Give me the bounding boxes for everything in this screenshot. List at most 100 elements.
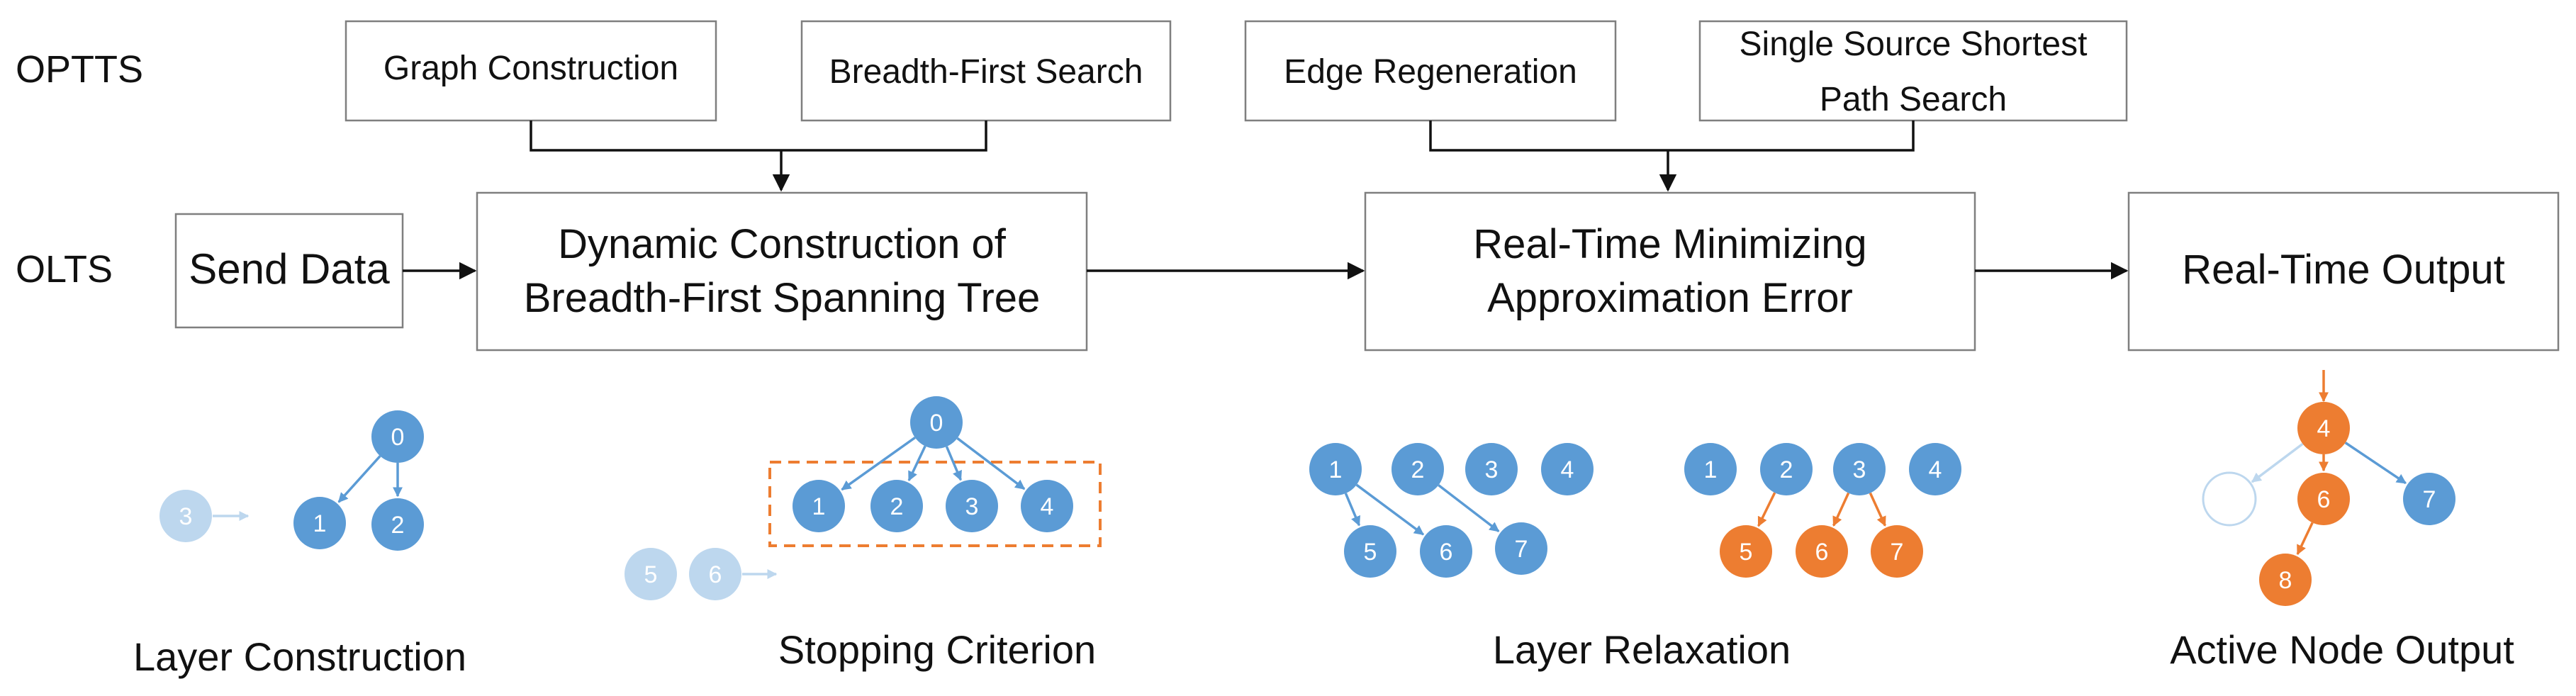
- graph-node-label: 1: [1329, 456, 1343, 483]
- graph-node-label: 5: [644, 561, 658, 588]
- caption-layer-relaxation: Layer Relaxation: [1493, 627, 1791, 672]
- graph-node: 2: [870, 480, 923, 532]
- graph-node-label: 0: [930, 410, 943, 437]
- graph-node-label: 7: [1515, 536, 1528, 563]
- graph-node-circle: [2297, 402, 2350, 454]
- graph-node-label: 2: [890, 493, 904, 520]
- graph-node: 2: [1760, 443, 1813, 495]
- edge-regeneration-box: Edge Regeneration: [1244, 20, 1617, 122]
- graph-node-circle: [2297, 473, 2350, 525]
- graph-node-circle: [159, 490, 212, 542]
- graph-edge-0-3: [945, 446, 963, 481]
- graph-node-label: 5: [1740, 539, 1753, 566]
- graph-node-circle: [1021, 480, 1073, 532]
- graph-node-label: 1: [812, 493, 826, 520]
- graph-node-label: 6: [709, 561, 722, 588]
- graph-node-label: 1: [1704, 456, 1718, 483]
- graph-node-label: 2: [1780, 456, 1793, 483]
- graph-node-circle: [2403, 473, 2455, 525]
- graph-node-circle: [1420, 525, 1472, 578]
- top-right-bracket: [1429, 120, 1915, 152]
- graph-node: 2: [1391, 443, 1444, 495]
- graph-node: 5: [1720, 525, 1772, 578]
- sssp-box: Single Source Shortest Path Search: [1698, 20, 2128, 122]
- graph-node: 7: [1871, 525, 1923, 578]
- graph-node-label: 6: [2317, 486, 2331, 513]
- graph-node-label: 4: [1929, 456, 1942, 483]
- layer-construction-graph: 0 1 2 3: [159, 410, 424, 551]
- graph-node-label: 3: [965, 493, 979, 520]
- graph-node-circle: [1541, 443, 1594, 495]
- graph-node: 1: [1684, 443, 1737, 495]
- graph-node-label: 3: [179, 503, 193, 530]
- graph-edge-0-2: [907, 445, 926, 482]
- graph-construction-box: Graph Construction: [345, 20, 717, 122]
- graph-edge-6-8: [2296, 522, 2314, 556]
- graph-node-circle: [1871, 525, 1923, 578]
- graph-node-label: 6: [1815, 539, 1829, 566]
- graph-node-circle: [1309, 443, 1362, 495]
- graph-node-circle: [371, 410, 424, 463]
- graph-node-circle: [1720, 525, 1772, 578]
- graph-node: 7: [2403, 473, 2455, 525]
- bfs-label: Breadth-First Search: [829, 53, 1143, 91]
- graph-node-label: 4: [1561, 456, 1574, 483]
- graph-edge-0-1: [841, 437, 916, 491]
- bfs-box: Breadth-First Search: [800, 20, 1172, 122]
- dynamic-construction-line2: Breadth-First Spanning Tree: [524, 275, 1041, 321]
- graph-node: 4: [1909, 443, 1961, 495]
- graph-node: 6: [2297, 473, 2350, 525]
- realtime-minimizing-line1: Real-Time Minimizing: [1473, 221, 1866, 267]
- graph-node-circle: [625, 548, 677, 600]
- row-label-olts: OLTS: [16, 248, 113, 291]
- graph-edge-2-5: [1757, 492, 1776, 527]
- graph-node: 3: [946, 480, 998, 532]
- graph-node: 6: [689, 548, 741, 600]
- realtime-minimizing-line2: Approximation Error: [1487, 275, 1853, 321]
- graph-edge-0-1: [337, 455, 381, 503]
- graph-node-label: 7: [1891, 539, 1904, 566]
- caption-stopping-criterion: Stopping Criterion: [778, 627, 1096, 672]
- graph-node: 0: [371, 410, 424, 463]
- stopping-criterion-graph: 0 1 2 3 4 5 6: [625, 396, 1102, 600]
- graph-node-label: 5: [1364, 539, 1377, 566]
- graph-node-label: 6: [1440, 539, 1453, 566]
- realtime-minimizing-box: Real-Time Minimizing Approximation Error: [1364, 191, 1976, 352]
- graph-node: 1: [793, 480, 845, 532]
- graph-node-circle: [1684, 443, 1737, 495]
- graph-edge-3-6: [1832, 492, 1850, 527]
- graph-node: 1: [293, 497, 346, 549]
- graph-edge-4-5: [2251, 442, 2304, 483]
- edge-regeneration-label: Edge Regeneration: [1284, 53, 1577, 91]
- graph-edge-1-6: [1355, 483, 1425, 536]
- graph-edge-1-5: [1344, 493, 1361, 527]
- graph-node-circle: [870, 480, 923, 532]
- graph-node: 5: [2202, 471, 2257, 527]
- graph-node-label: 4: [1041, 493, 1054, 520]
- graph-node: 4: [1541, 443, 1594, 495]
- sssp-label-line2: Path Search: [1820, 81, 2007, 118]
- graph-node: 7: [1495, 522, 1547, 575]
- graph-node-circle: [1796, 525, 1848, 578]
- graph-edge-3-7: [1869, 492, 1886, 527]
- graph-node-label: 2: [391, 512, 405, 539]
- graph-node-circle: [293, 497, 346, 549]
- caption-layer-construction: Layer Construction: [133, 634, 466, 679]
- graph-node-circle: [1833, 443, 1886, 495]
- graph-node-circle: [2202, 471, 2257, 527]
- row-label-optts: OPTTS: [16, 48, 143, 91]
- graph-node: 5: [625, 548, 677, 600]
- graph-node-label: 4: [2317, 415, 2331, 442]
- graph-node: 1: [1309, 443, 1362, 495]
- realtime-output-box: Real-Time Output: [2127, 191, 2560, 352]
- graph-node: 4: [2297, 402, 2350, 454]
- graph-node-label: 1: [313, 510, 327, 537]
- caption-active-node-output: Active Node Output: [2170, 627, 2514, 672]
- send-data-box: Send Data: [174, 213, 404, 329]
- graph-node: 4: [1021, 480, 1073, 532]
- graph-construction-label: Graph Construction: [383, 50, 678, 87]
- graph-node-label: 3: [1853, 456, 1866, 483]
